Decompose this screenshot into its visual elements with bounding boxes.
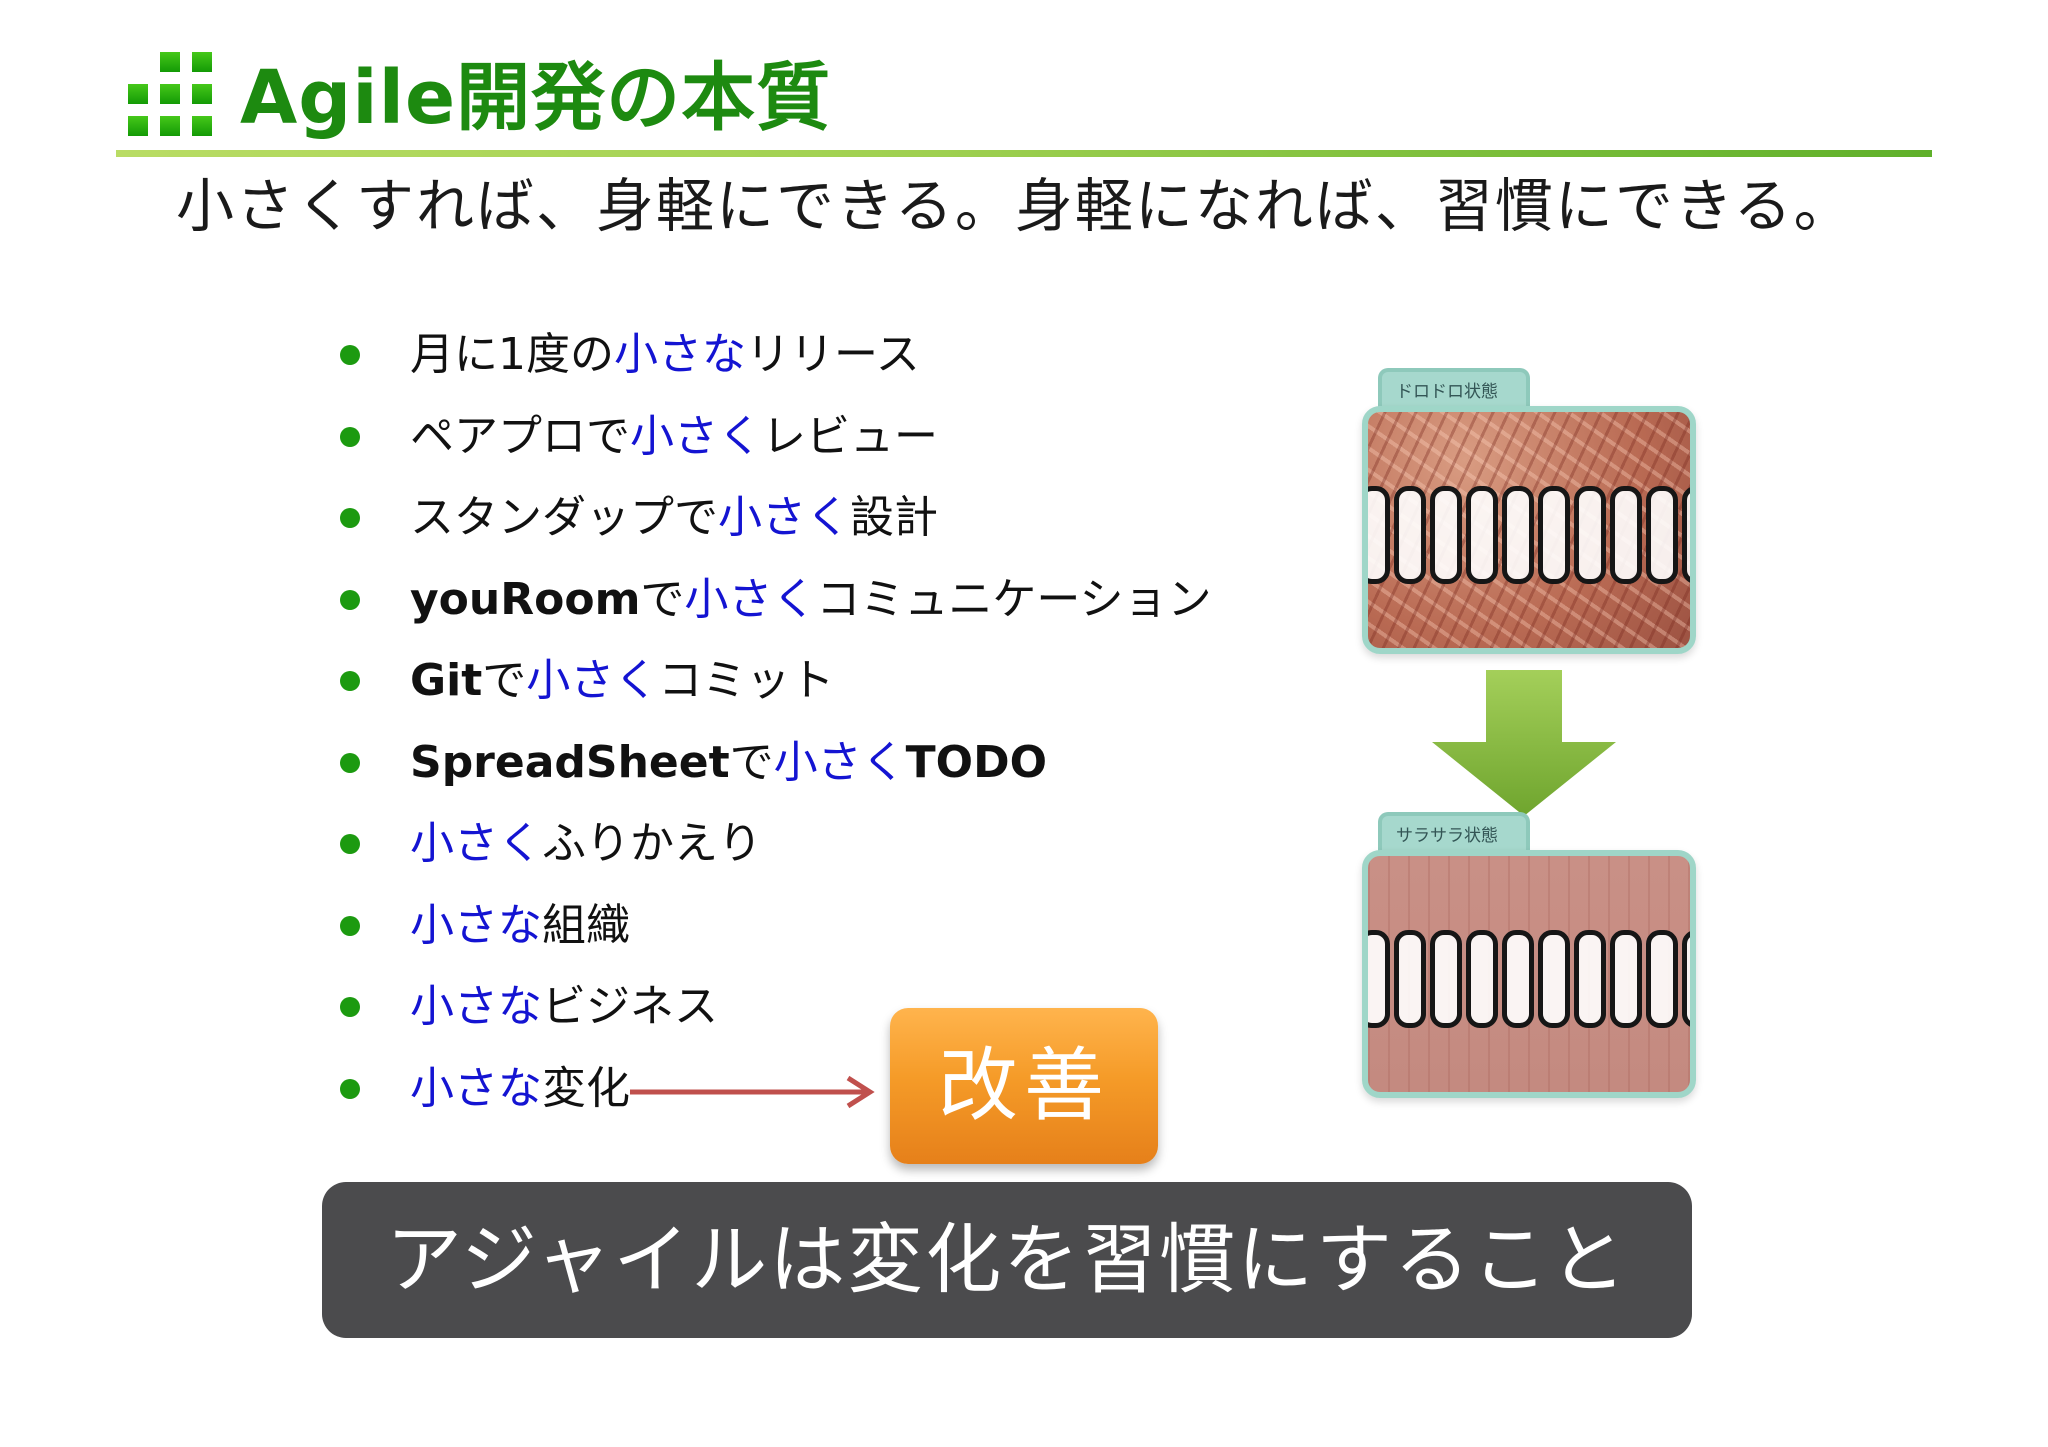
title-underline	[116, 150, 1932, 157]
slide-subtitle: 小さくすれば、身軽にできる。身軽になれば、習慣にできる。	[176, 172, 1854, 240]
slide-title: Agile開発の本質	[240, 55, 832, 141]
bullet-dot-icon	[340, 671, 360, 691]
before-state-tab: ドロドロ状態	[1378, 368, 1530, 412]
after-state-image	[1362, 850, 1696, 1098]
kaizen-callout: 改善	[890, 1008, 1158, 1164]
arrow-down-icon	[1432, 670, 1616, 816]
bullet-dot-icon	[340, 345, 360, 365]
bullet-dot-icon	[340, 426, 360, 447]
after-state-tab: サラサラ状態	[1378, 812, 1530, 856]
before-state-image	[1362, 406, 1696, 654]
conclusion-banner: アジャイルは変化を習慣にすること	[322, 1182, 1692, 1338]
bullet-dot-icon	[340, 997, 360, 1017]
bullet-dot-icon	[340, 589, 360, 610]
bullet-dot-icon	[340, 1078, 360, 1099]
grid-logo-icon	[128, 52, 212, 136]
bullet-dot-icon	[340, 752, 360, 773]
chain-pattern	[1368, 930, 1690, 1028]
bullet-dot-icon	[340, 508, 360, 528]
arrow-right-icon	[630, 1075, 875, 1109]
bullet-dot-icon	[340, 834, 360, 854]
bullet-dot-icon	[340, 915, 360, 936]
chain-pattern	[1368, 486, 1690, 584]
